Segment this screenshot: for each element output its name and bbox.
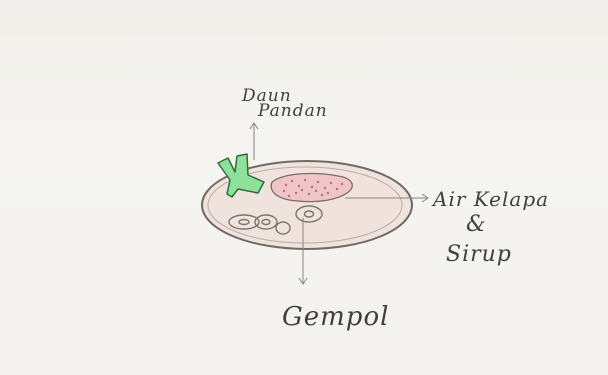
label-sirup: Sirup	[446, 242, 512, 267]
label-air-kelapa: Air Kelapa	[433, 187, 549, 211]
label-ampersand: &	[466, 212, 487, 237]
label-gempol: Gempol	[282, 302, 389, 332]
label-daun-line2: Pandan	[258, 101, 328, 121]
